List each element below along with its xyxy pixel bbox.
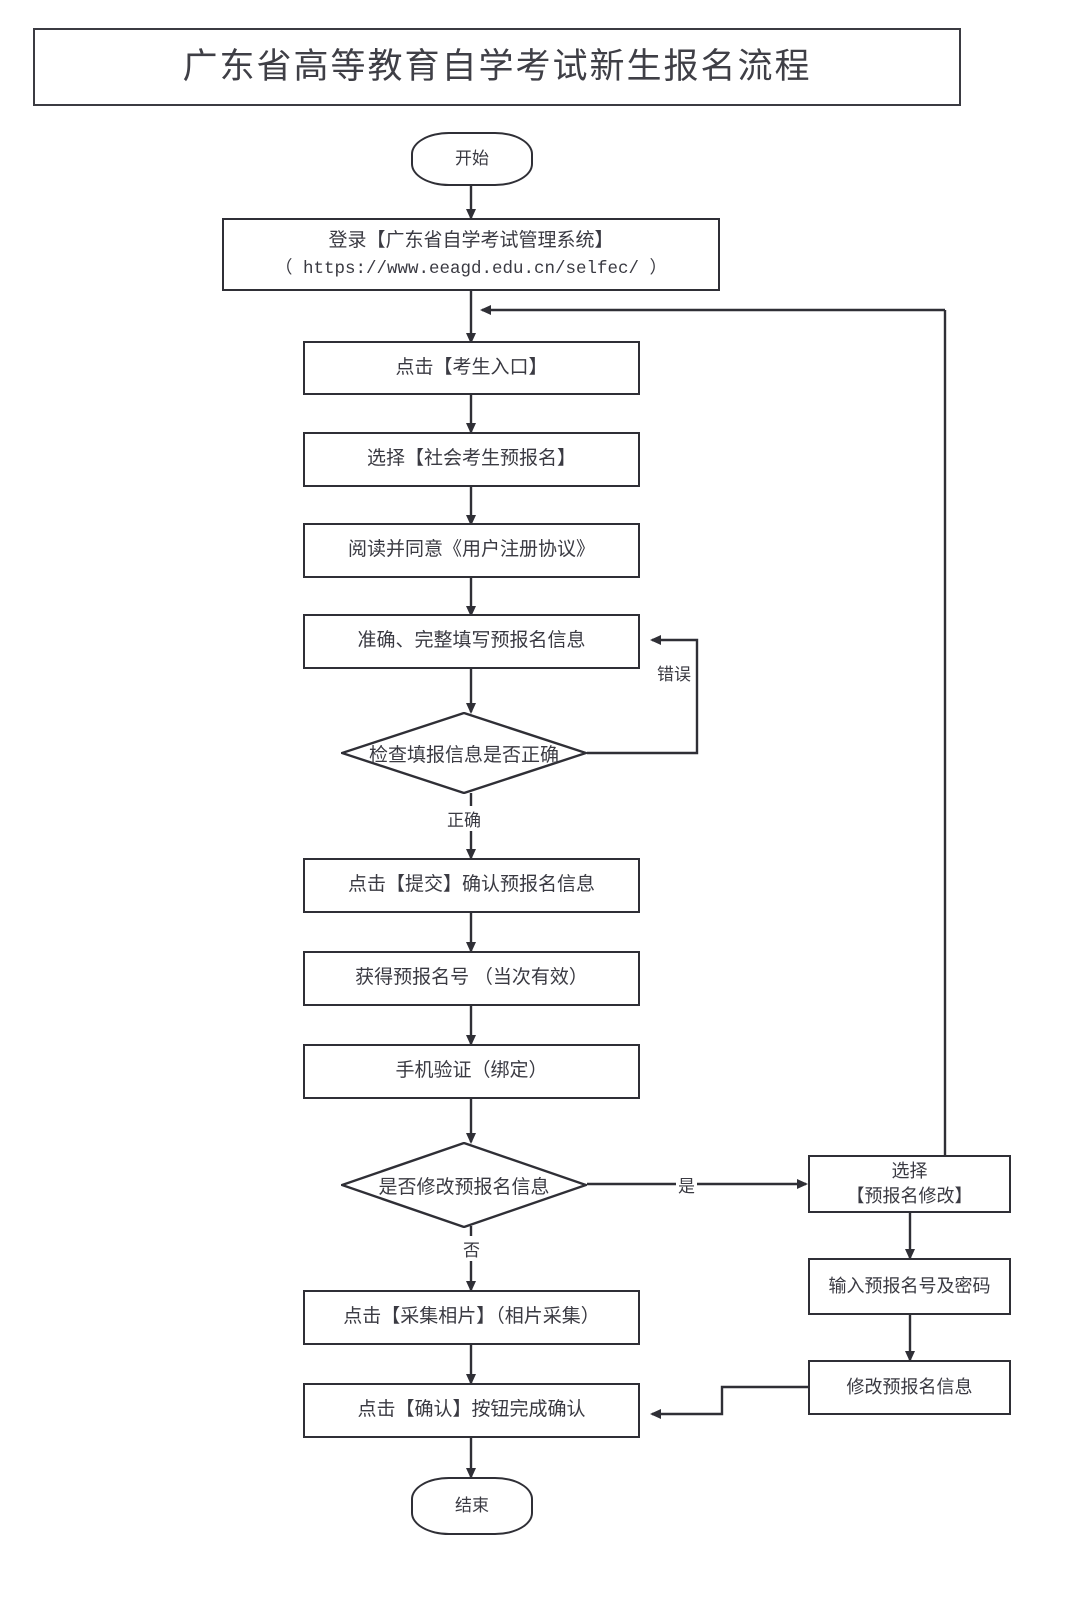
page-title: 广东省高等教育自学考试新生报名流程 — [33, 28, 961, 106]
node-social-pre-register: 选择【社会考生预报名】 — [303, 432, 640, 487]
node-fill-info-label: 准确、完整填写预报名信息 — [357, 630, 586, 652]
node-select-modify-line1: 选择 — [891, 1161, 928, 1182]
node-confirm-button-label: 点击【确认】按钮完成确认 — [357, 1399, 586, 1421]
edge-label-correct-text: 正确 — [447, 811, 481, 830]
node-social-pre-register-label: 选择【社会考生预报名】 — [366, 448, 576, 470]
edge-label-no-text: 否 — [463, 1241, 480, 1260]
node-submit-confirm: 点击【提交】确认预报名信息 — [303, 858, 640, 913]
node-fill-info: 准确、完整填写预报名信息 — [303, 614, 640, 669]
node-start-label: 开始 — [455, 149, 489, 169]
node-modify-info: 修改预报名信息 — [808, 1360, 1011, 1415]
node-login: 登录【广东省自学考试管理系统】 （ https://www.eeagd.edu.… — [222, 218, 720, 291]
node-get-number-label: 获得预报名号 （当次有效） — [355, 967, 588, 989]
node-input-number-password-label: 输入预报名号及密码 — [828, 1276, 991, 1297]
node-submit-confirm-label: 点击【提交】确认预报名信息 — [347, 874, 595, 896]
node-phone-verify-label: 手机验证（绑定） — [395, 1060, 548, 1082]
node-check-info-label: 检查填报信息是否正确 — [368, 744, 559, 766]
edge-label-yes: 是 — [676, 1172, 697, 1197]
node-modify-decision-label: 是否修改预报名信息 — [378, 1176, 550, 1198]
diamond-shape-modify — [341, 1142, 587, 1228]
node-candidate-entry: 点击【考生入口】 — [303, 341, 640, 395]
node-input-number-password: 输入预报名号及密码 — [808, 1258, 1011, 1315]
edge-label-correct: 正确 — [445, 806, 483, 831]
node-end-label: 结束 — [455, 1496, 489, 1516]
node-login-url: （ https://www.eeagd.edu.cn/selfec/ ） — [274, 258, 668, 279]
node-login-line1: 登录【广东省自学考试管理系统】 — [328, 230, 614, 252]
edge-label-error: 错误 — [655, 660, 693, 685]
node-confirm-button: 点击【确认】按钮完成确认 — [303, 1383, 640, 1438]
node-collect-photo: 点击【采集相片】（相片采集） — [303, 1290, 640, 1345]
node-read-agreement: 阅读并同意《用户注册协议》 — [303, 523, 640, 578]
node-collect-photo-label: 点击【采集相片】（相片采集） — [343, 1306, 600, 1328]
node-get-number: 获得预报名号 （当次有效） — [303, 951, 640, 1006]
node-select-modify-line2: 【预报名修改】 — [846, 1186, 973, 1206]
page-title-text: 广东省高等教育自学考试新生报名流程 — [182, 46, 812, 86]
node-end: 结束 — [411, 1477, 533, 1535]
node-phone-verify: 手机验证（绑定） — [303, 1044, 640, 1099]
node-modify-decision: 是否修改预报名信息 — [341, 1142, 587, 1228]
node-candidate-entry-label: 点击【考生入口】 — [395, 356, 548, 378]
diamond-shape-check — [341, 712, 587, 794]
node-modify-info-label: 修改预报名信息 — [846, 1377, 973, 1398]
node-read-agreement-label: 阅读并同意《用户注册协议》 — [347, 539, 595, 561]
edge-label-error-text: 错误 — [657, 665, 691, 684]
node-start: 开始 — [411, 132, 533, 186]
edge-label-no: 否 — [461, 1236, 482, 1261]
node-check-info: 检查填报信息是否正确 — [341, 712, 587, 794]
edge-label-yes-text: 是 — [678, 1177, 695, 1196]
node-select-modify: 选择 【预报名修改】 — [808, 1155, 1011, 1213]
